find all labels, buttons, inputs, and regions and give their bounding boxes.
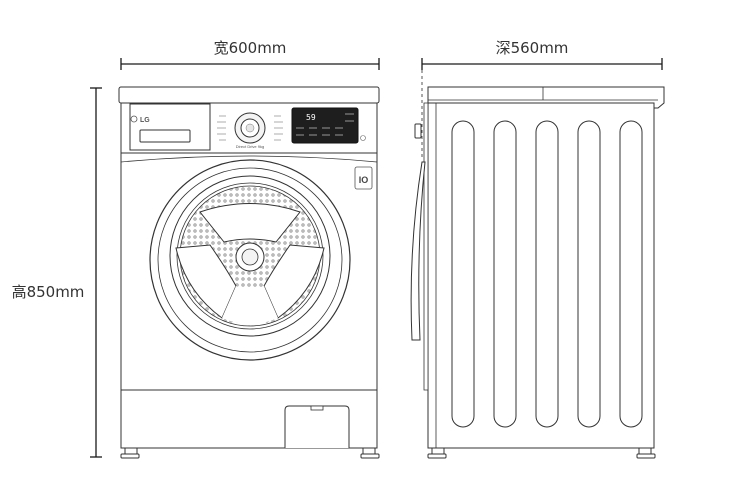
depth-dimension: 深560mm xyxy=(421,39,663,160)
depth-label: 深560mm xyxy=(496,39,569,57)
svg-text:IO: IO xyxy=(359,175,369,185)
front-view: LG Direct Drive 9kg 59 IO xyxy=(118,86,380,459)
display-segments xyxy=(296,113,354,136)
inverter-badge-icon xyxy=(354,166,373,190)
width-dimension: 宽600mm xyxy=(120,39,380,70)
side-view xyxy=(410,86,665,459)
brand-logo: LG xyxy=(140,117,150,124)
height-dimension: 高850mm xyxy=(12,87,102,458)
control-display xyxy=(291,107,359,144)
program-ticks xyxy=(217,115,283,141)
knob-caption: Direct Drive 9kg xyxy=(236,144,264,149)
height-label: 高850mm xyxy=(12,283,85,301)
width-label: 宽600mm xyxy=(214,39,287,57)
display-readout: 59 xyxy=(306,113,316,122)
side-vent-slots xyxy=(451,120,643,428)
